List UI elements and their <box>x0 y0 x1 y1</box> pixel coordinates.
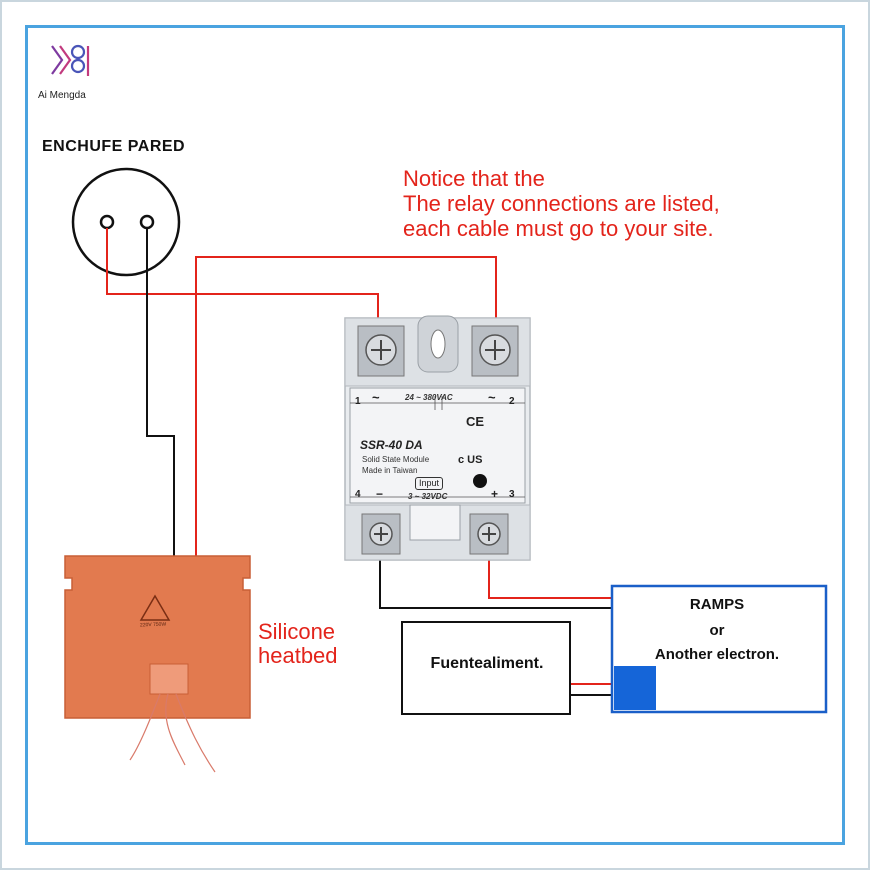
outlet-label: ENCHUFE PARED <box>42 138 186 155</box>
wire-red-terminal-2-to-heatbed <box>195 256 497 558</box>
brand-logo-icon <box>51 44 90 76</box>
ssr-terminal-2 <box>471 325 519 377</box>
ssr-origin: Made in Taiwan <box>362 466 418 475</box>
heatbed-pad-text: 220V 750W <box>139 621 167 629</box>
warning-icon <box>139 594 171 621</box>
terminal-number-3: 3 <box>509 489 515 500</box>
wall-outlet <box>71 167 181 277</box>
ul-cert-icon: c US <box>458 454 483 466</box>
terminal-plus: + <box>491 487 499 501</box>
controller-subtitle: Another electron. <box>654 646 780 663</box>
ssr-terminal-4 <box>361 513 401 555</box>
brand-name: Ai Mengda <box>38 90 86 101</box>
ce-mark-icon: CE <box>466 414 485 429</box>
terminal-number-4: 4 <box>355 489 361 500</box>
power-supply-box <box>401 621 571 715</box>
ssr-subtitle: Solid State Module <box>362 455 430 464</box>
silicone-heatbed <box>64 555 251 773</box>
controller-blue-block <box>614 666 656 710</box>
notice-text: Notice that the The relay connections ar… <box>403 166 720 241</box>
ssr-model: SSR-40 DA <box>360 438 423 452</box>
wires <box>106 228 640 696</box>
ssr-dc-rating: 3 ~ 32VDC <box>408 492 448 501</box>
ssr-input-label: Input <box>415 477 444 490</box>
controller-or: or <box>709 622 725 639</box>
terminal-ac-1: ~ <box>372 390 380 405</box>
heatbed-label: Silicone heatbed <box>258 619 338 668</box>
controller-box <box>610 584 828 714</box>
thermistor-pad <box>149 663 189 695</box>
wire-black-terminal-4-to-controller <box>379 540 640 609</box>
ssr-ac-rating: 24 ~ 380VAC <box>405 393 453 402</box>
power-supply-label: Fuentealiment. <box>430 655 544 672</box>
terminal-number-1: 1 <box>355 396 361 407</box>
ssr-relay <box>344 315 531 561</box>
outlet-hole-left <box>99 214 115 230</box>
ssr-terminal-1 <box>357 325 405 377</box>
wire-black-outlet-to-heatbed <box>146 228 175 558</box>
terminal-minus: − <box>376 487 384 501</box>
thermistor-leads <box>129 693 216 773</box>
terminal-number-2: 2 <box>509 396 515 407</box>
ssr-terminal-3 <box>469 513 509 555</box>
inner-frame <box>25 25 845 845</box>
controller-title: RAMPS <box>689 596 745 613</box>
outlet-hole-right <box>139 214 155 230</box>
terminal-ac-2: ~ <box>488 390 496 405</box>
